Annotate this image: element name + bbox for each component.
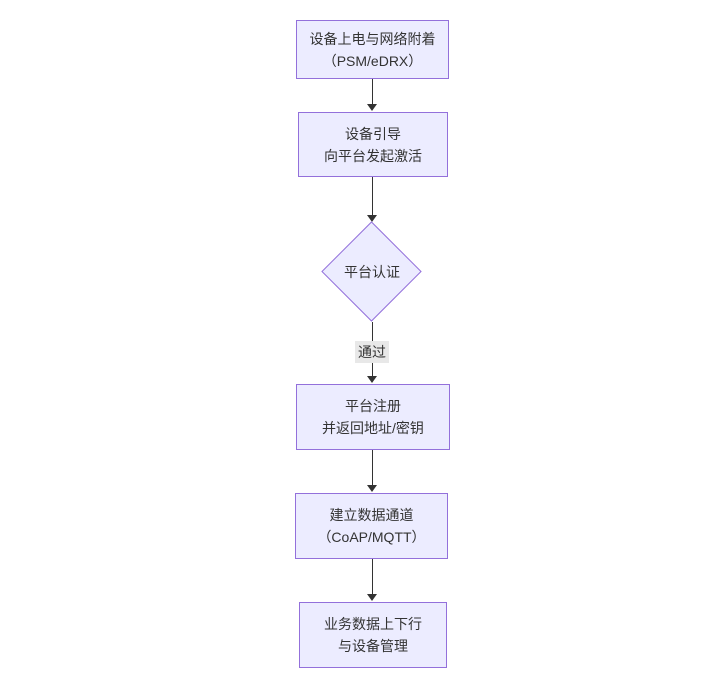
node-text-line: 并返回地址/密钥 bbox=[322, 420, 424, 436]
arrowhead-icon bbox=[367, 594, 377, 601]
flow-edge bbox=[372, 559, 373, 595]
node-text-line: 平台认证 bbox=[344, 264, 400, 280]
node-text-line: 业务数据上下行 bbox=[324, 616, 422, 632]
decision-platform-auth: 平台认证 bbox=[321, 221, 422, 322]
arrowhead-icon bbox=[367, 485, 377, 492]
node-text-line: （CoAP/MQTT） bbox=[317, 529, 426, 545]
node-business-data: 业务数据上下行 与设备管理 bbox=[299, 602, 447, 668]
node-platform-register: 平台注册 并返回地址/密钥 bbox=[296, 384, 450, 450]
flow-edge bbox=[372, 79, 373, 105]
node-power-on-network-attach: 设备上电与网络附着 （PSM/eDRX） bbox=[296, 20, 449, 79]
node-text-line: （PSM/eDRX） bbox=[322, 52, 423, 69]
flow-edge bbox=[372, 450, 373, 486]
node-text-line: 向平台发起激活 bbox=[324, 147, 422, 164]
flow-edge bbox=[372, 177, 373, 216]
node-text-line: 设备上电与网络附着 bbox=[309, 30, 436, 47]
node-text-line: 设备引导 bbox=[345, 125, 401, 142]
node-data-channel: 建立数据通道 （CoAP/MQTT） bbox=[295, 493, 448, 559]
node-text-line: 平台注册 bbox=[345, 398, 401, 414]
arrowhead-icon bbox=[367, 376, 377, 383]
node-text-line: 与设备管理 bbox=[338, 638, 408, 654]
arrowhead-icon bbox=[367, 104, 377, 111]
edge-label-pass: 通过 bbox=[355, 341, 389, 363]
node-text-line: 建立数据通道 bbox=[329, 507, 414, 523]
arrowhead-icon bbox=[367, 215, 377, 222]
node-device-bootstrap: 设备引导 向平台发起激活 bbox=[298, 112, 448, 177]
